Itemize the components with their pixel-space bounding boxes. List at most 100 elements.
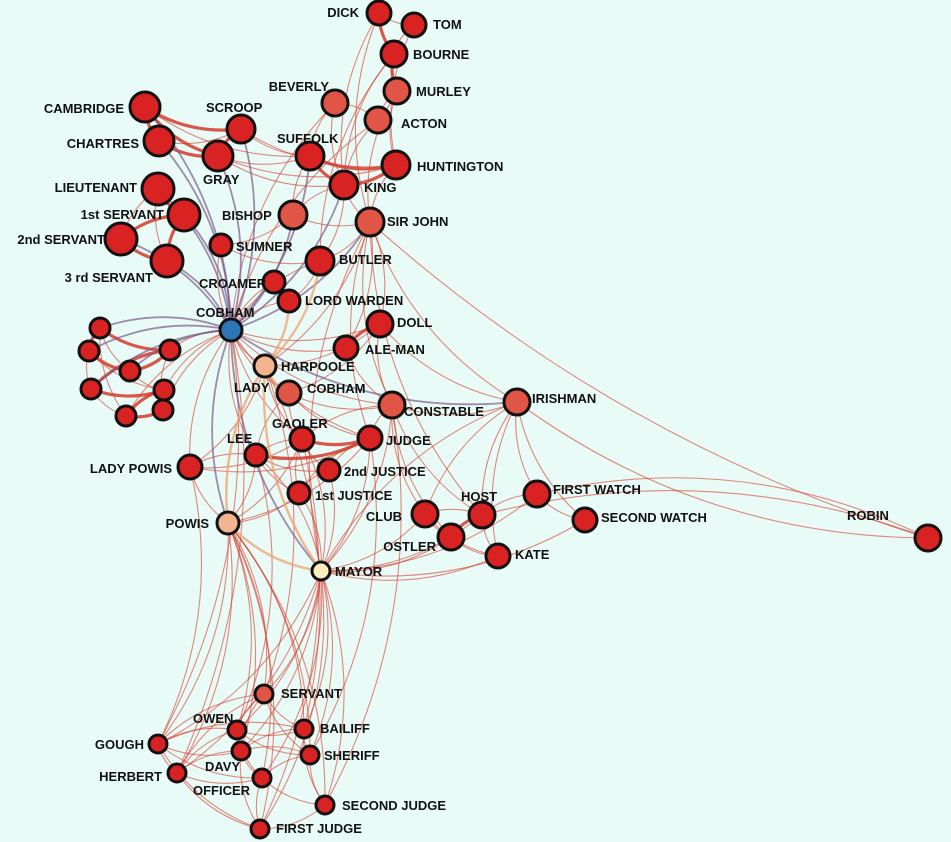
node-dick[interactable] (365, 0, 393, 27)
node-cambridge[interactable] (128, 90, 162, 124)
node-herbert[interactable] (166, 762, 188, 784)
node-sir-john[interactable] (354, 206, 386, 238)
node-u8[interactable] (151, 398, 175, 422)
node-acton[interactable] (363, 105, 393, 135)
node-lady-cobham[interactable] (275, 379, 303, 407)
node-judge[interactable] (356, 424, 384, 452)
node-label-servant: SERVANT (281, 686, 342, 701)
edge (176, 772, 261, 830)
edge (240, 570, 322, 752)
edge (227, 522, 268, 695)
node-davy[interactable] (230, 740, 252, 762)
node-label-mayor: MAYOR (335, 564, 383, 579)
node-servant[interactable] (253, 683, 275, 705)
node-second-judge[interactable] (314, 794, 336, 816)
node-robin[interactable] (913, 523, 943, 553)
node-label-2nd-servant: 2nd SERVANT (17, 232, 105, 247)
node-lord-warden[interactable] (276, 288, 302, 314)
node-ale-man[interactable] (332, 334, 360, 362)
edge (157, 466, 203, 745)
node-label-scroop: SCROOP (206, 100, 263, 115)
edge (230, 102, 336, 331)
node-label-constable: CONSTABLE (404, 404, 484, 419)
edge (309, 570, 334, 756)
edge (157, 188, 232, 331)
node-cobham[interactable] (218, 317, 244, 343)
node-club[interactable] (410, 499, 440, 529)
node-scroop[interactable] (225, 113, 257, 145)
edge (262, 365, 322, 572)
node-lieutenant[interactable] (140, 171, 176, 207)
node-bourne[interactable] (379, 39, 409, 69)
node-gough[interactable] (147, 733, 169, 755)
node-officer[interactable] (251, 767, 273, 789)
edge (217, 155, 397, 178)
edge (369, 221, 483, 516)
node-sheriff[interactable] (299, 744, 321, 766)
edge (516, 401, 586, 521)
edge (263, 365, 295, 695)
node-kate[interactable] (484, 542, 512, 570)
node-huntington[interactable] (380, 149, 412, 181)
node-harpoole[interactable] (252, 353, 278, 379)
node-gray[interactable] (201, 139, 235, 173)
node-butler[interactable] (304, 245, 336, 277)
node-label-officer: OFFICER (193, 783, 251, 798)
node-1st-justice[interactable] (286, 480, 312, 506)
node-u7[interactable] (114, 404, 138, 428)
node-owen[interactable] (226, 719, 248, 741)
node-croamer[interactable] (261, 269, 287, 295)
edge (536, 477, 929, 539)
node-label-second-watch: SECOND WATCH (601, 510, 707, 525)
node-u6[interactable] (152, 378, 176, 402)
edge (354, 12, 380, 223)
node-lee[interactable] (243, 442, 269, 468)
node-bailiff[interactable] (293, 718, 315, 740)
node-lady-powis[interactable] (176, 453, 204, 481)
node-label-second-judge: SECOND JUDGE (342, 798, 446, 813)
node-label-first-judge: FIRST JUDGE (276, 821, 362, 836)
node-murley[interactable] (382, 76, 412, 106)
node-irishman[interactable] (502, 387, 532, 417)
edge (230, 184, 345, 331)
node-bishop[interactable] (277, 199, 309, 231)
node-suffolk[interactable] (294, 140, 326, 172)
edge (259, 438, 320, 830)
node-powis[interactable] (215, 510, 241, 536)
edge (308, 221, 371, 572)
edge (157, 329, 240, 745)
edge (211, 329, 232, 524)
node-sumner[interactable] (208, 232, 234, 258)
node-second-watch[interactable] (571, 506, 599, 534)
node-first-judge[interactable] (249, 818, 271, 840)
edge (379, 323, 518, 403)
node-mayor[interactable] (310, 560, 332, 582)
node-gaoler[interactable] (288, 425, 316, 453)
node-u2[interactable] (77, 339, 101, 363)
node-host[interactable] (467, 500, 497, 530)
node-label-murley: MURLEY (416, 84, 471, 99)
node-tom[interactable] (400, 11, 428, 39)
node-chartres[interactable] (142, 124, 176, 158)
node-1st-servant[interactable] (166, 197, 202, 233)
node-doll[interactable] (365, 309, 395, 339)
node-2nd-servant[interactable] (103, 221, 139, 257)
edge (88, 324, 232, 352)
edge (391, 404, 483, 516)
node-beverly[interactable] (320, 88, 350, 118)
node-king[interactable] (328, 169, 360, 201)
node-3-rd-servant[interactable] (149, 243, 185, 279)
node-u5[interactable] (79, 377, 103, 401)
node-2nd-justice[interactable] (316, 457, 342, 483)
edge (264, 365, 321, 730)
node-ostler[interactable] (436, 522, 466, 552)
node-constable[interactable] (377, 390, 407, 420)
label-layer: DICKTOMBOURNEMURLEYBEVERLYACTONCAMBRIDGE… (17, 5, 889, 836)
node-label-bailiff: BAILIFF (320, 721, 370, 736)
edge (227, 522, 257, 752)
node-u4[interactable] (158, 338, 182, 362)
node-u3[interactable] (118, 359, 142, 383)
node-u1[interactable] (88, 316, 112, 340)
node-first-watch[interactable] (522, 479, 552, 509)
